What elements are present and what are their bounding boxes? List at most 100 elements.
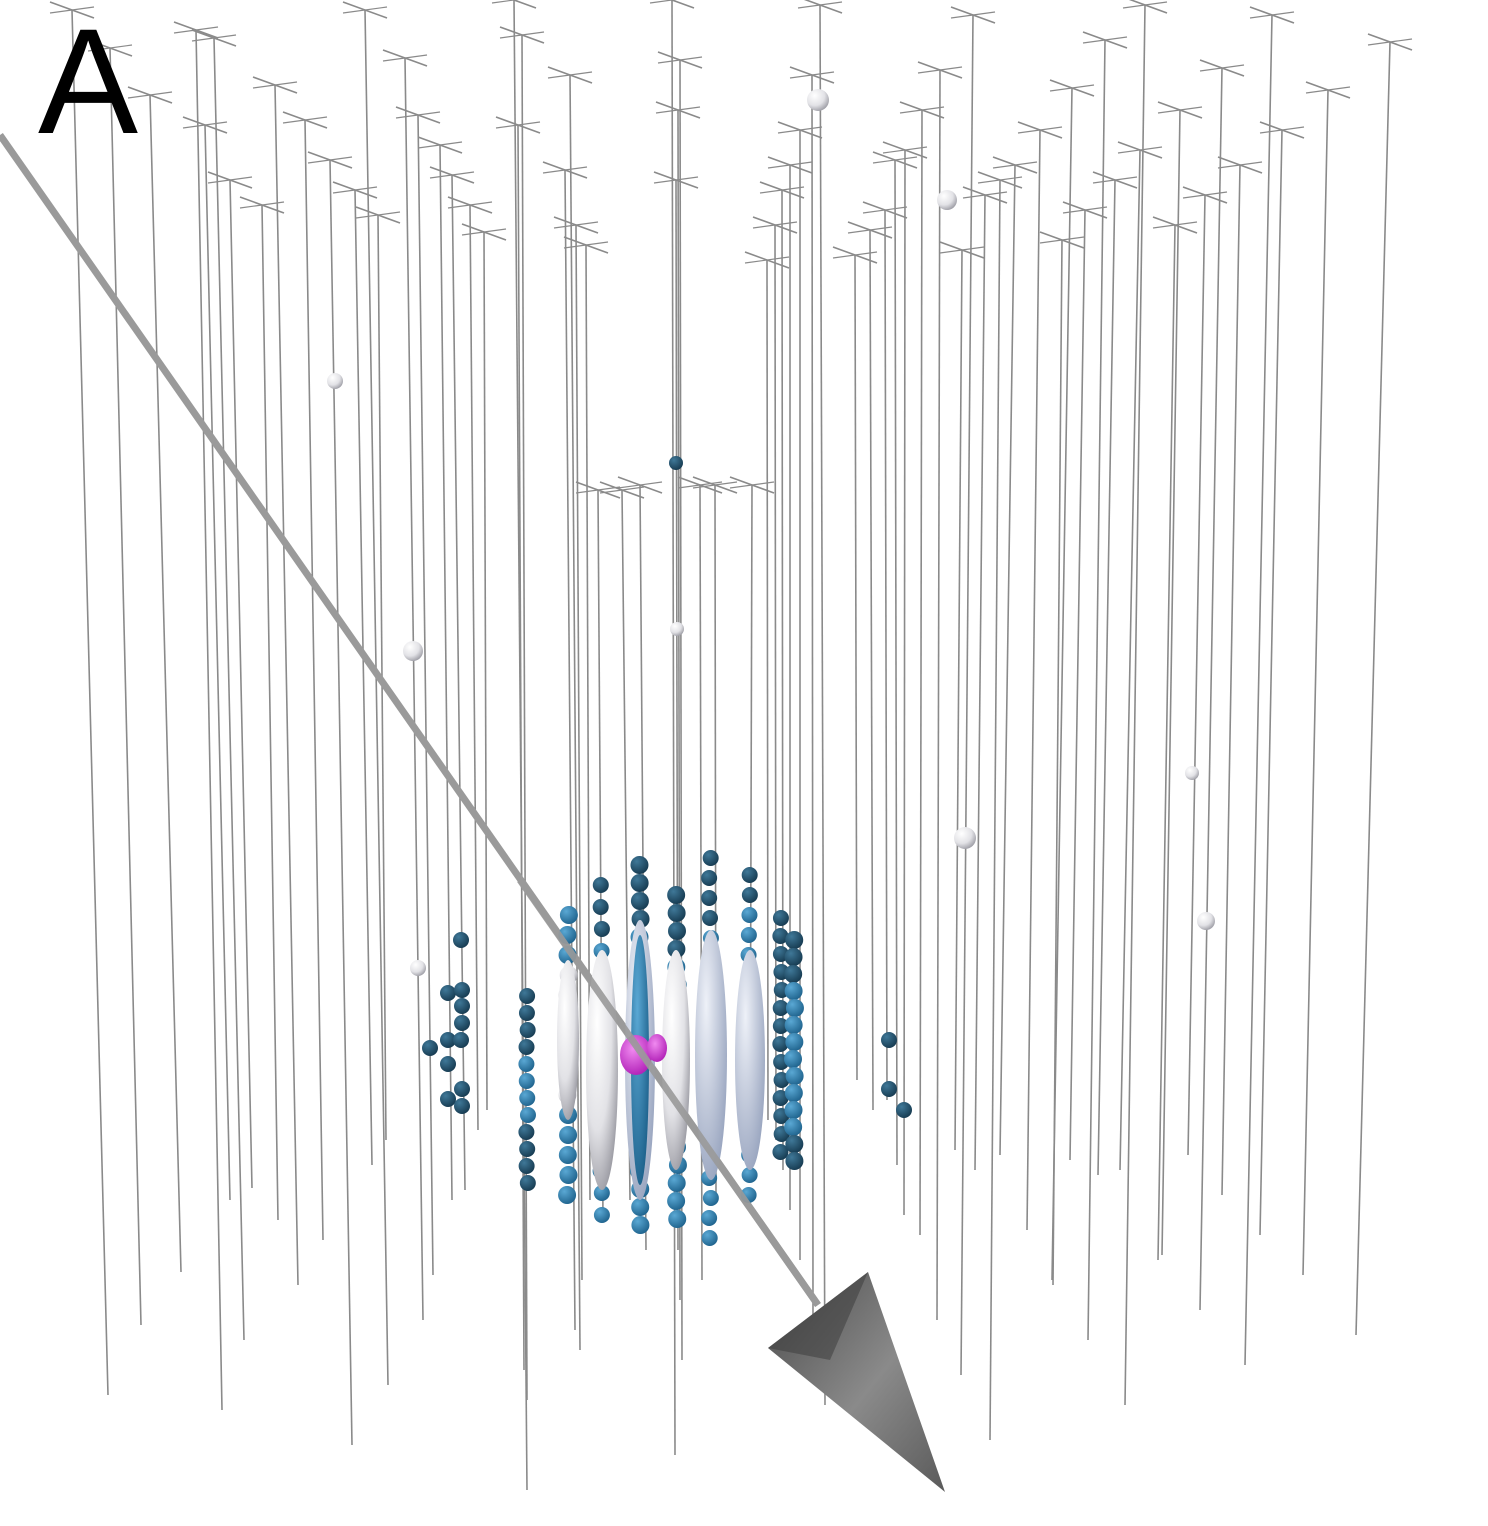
string-line [262,205,278,1220]
hit-white [1185,766,1199,780]
string-line [1222,165,1240,1195]
detector-string [1118,142,1162,1170]
detector-string [343,2,388,1385]
hit-sphere [631,874,649,892]
string-line [1303,90,1328,1275]
string-line [230,180,252,1188]
hit-sphere [520,1022,536,1038]
hit-sphere [593,899,609,915]
hit-sphere [702,1230,718,1246]
string-line [1088,40,1105,1340]
detector-strings [50,0,1412,1490]
string-line [1356,42,1390,1335]
detector-string [88,40,141,1325]
detector-string [798,0,842,1405]
detector-string [1303,82,1350,1275]
hit-sphere [741,907,757,923]
string-line [275,85,298,1285]
hit-sphere [518,1056,534,1072]
hit-sphere [785,1101,803,1119]
hit-sphere [701,870,717,886]
cone-body [768,1272,945,1492]
hit-sphere [519,1039,535,1055]
hit-dark [881,1081,897,1097]
hit-sphere [593,877,609,893]
hit-sphere [631,1216,649,1234]
detector-string [283,112,327,1240]
hit-white [937,190,957,210]
string-line [1260,130,1282,1235]
hit-sphere [518,1124,534,1140]
hit-white [954,827,976,849]
detector-string [308,152,352,1445]
hit-sphere [668,922,686,940]
hit-sphere [520,1175,536,1191]
hit-dark [881,1032,897,1048]
hit-white [670,622,684,636]
hit-sphere [786,1067,804,1085]
detector-string [183,117,230,1200]
hit-sphere [785,1016,803,1034]
detector-string [1356,34,1412,1335]
hit-dark [454,1081,470,1097]
hit-sphere [594,921,610,937]
string-line [820,5,825,1405]
string-line [355,190,372,1165]
hit-dark [454,1098,470,1114]
hit-sphere [668,1210,686,1228]
hit-sphere [701,1210,717,1226]
string-line [895,160,897,1165]
hit-sphere [785,1033,803,1051]
hit-dark [453,1032,469,1048]
hit-sphere [701,890,717,906]
string-line [1027,130,1040,1230]
hit-light [735,950,765,1170]
string-line [484,232,487,1110]
hit-white [662,950,690,1170]
string-line [1188,195,1205,1155]
hit-dark [453,932,469,948]
hit-sphere [742,867,758,883]
hit-sphere [667,886,685,904]
hit-sphere [702,910,718,926]
hit-sphere [559,1146,577,1164]
string-line [975,195,985,1170]
hit-sphere [520,1107,536,1123]
hit-sphere [558,1186,576,1204]
hit-white [1197,912,1215,930]
hit-dark [454,1015,470,1031]
hit-sphere [594,1207,610,1223]
hit-sphere [559,1166,577,1184]
hit-sphere [630,856,648,874]
detector-string [1200,60,1244,1310]
detector-string [500,27,544,1400]
string-line [812,75,813,1320]
string-line [1162,110,1180,1255]
hit-sphere [668,1174,686,1192]
string-line [1070,210,1085,1160]
string-line [870,230,873,1110]
hit-sphere [519,1141,535,1157]
hit-sphere [785,1084,803,1102]
hit-sphere [519,988,535,1004]
string-line [904,150,905,1215]
string-line [150,95,181,1272]
hit-white [410,960,426,976]
string-line [305,120,323,1240]
hit-sphere [784,1118,802,1136]
detector-string [492,0,536,1490]
string-line [72,10,108,1395]
string-line [937,70,940,1320]
hit-dark [669,456,683,470]
detector-string [396,107,440,1275]
hit-sphere [519,1158,535,1174]
string-line [110,48,141,1325]
string-line [1000,165,1015,1155]
hit-sphere [668,904,686,922]
detector-string [951,7,995,1375]
hit-white [557,960,579,1120]
string-line [205,125,230,1200]
detector-string [240,197,284,1220]
hit-dark [896,1102,912,1118]
hit-sphere [742,887,758,903]
